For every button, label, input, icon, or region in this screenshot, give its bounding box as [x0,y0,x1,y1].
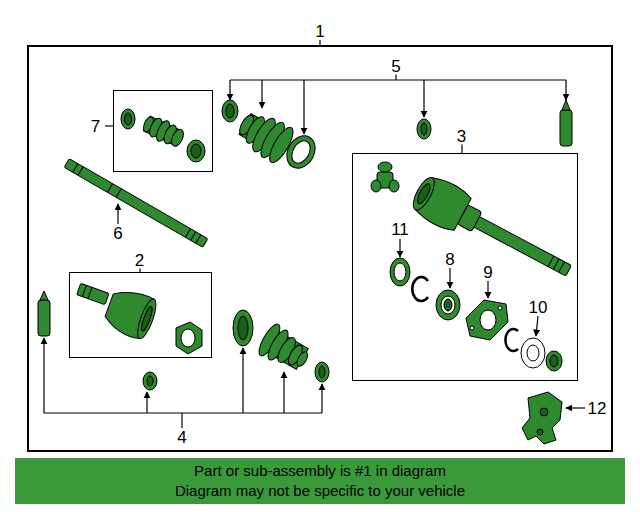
kit-box: 3 [352,153,578,381]
boot-band [187,140,205,162]
washer [521,338,545,368]
callout-number: 6 [112,225,123,242]
assembly-frame: 7231 [27,45,613,452]
kit-box: 7 [113,90,213,172]
boot-band [315,362,329,382]
notice-text: Diagram may not be specific to your vehi… [175,481,465,501]
circlip [505,329,518,351]
circlip [412,277,428,301]
boot-clamp [233,310,253,346]
callout-number: 7 [90,117,101,134]
notice-text: Part or sub-assembly is #1 in diagram [194,461,446,481]
callout-number: 4 [176,429,187,446]
support-bracket [522,392,562,444]
tripod [371,162,399,192]
clip [417,119,431,139]
boot-band [121,109,135,129]
callout-number: 12 [587,400,608,417]
inner-race [176,322,202,354]
boot-band [143,372,157,390]
outer-joint-housing [102,285,160,342]
callout-number: 10 [528,299,549,316]
callout-number: 2 [134,251,145,268]
callout-number: 1 [314,23,325,40]
boot-band [222,100,238,122]
grease-tube [560,100,572,146]
inner-boot [140,113,186,150]
kit-box: 2 [69,272,212,358]
notice-band: Part or sub-assembly is #1 in diagramDia… [15,458,625,504]
outer-joint-stub [77,283,109,305]
grease-tube [38,291,50,336]
seal [390,258,410,286]
callout-number: 9 [482,264,493,281]
callout-number: 11 [390,221,410,238]
dust-seal [546,351,562,371]
inner-boot [255,321,315,376]
inner-joint-shaft [407,171,579,290]
leader-lines [44,40,585,428]
axle-shaft [64,159,208,248]
boot-clamp [281,131,321,173]
bearing-bracket [466,300,508,340]
callout-number: 8 [444,251,455,268]
callout-number: 5 [390,58,401,75]
parts [38,100,579,444]
callout-number: 3 [456,127,467,144]
bearing [436,290,460,320]
